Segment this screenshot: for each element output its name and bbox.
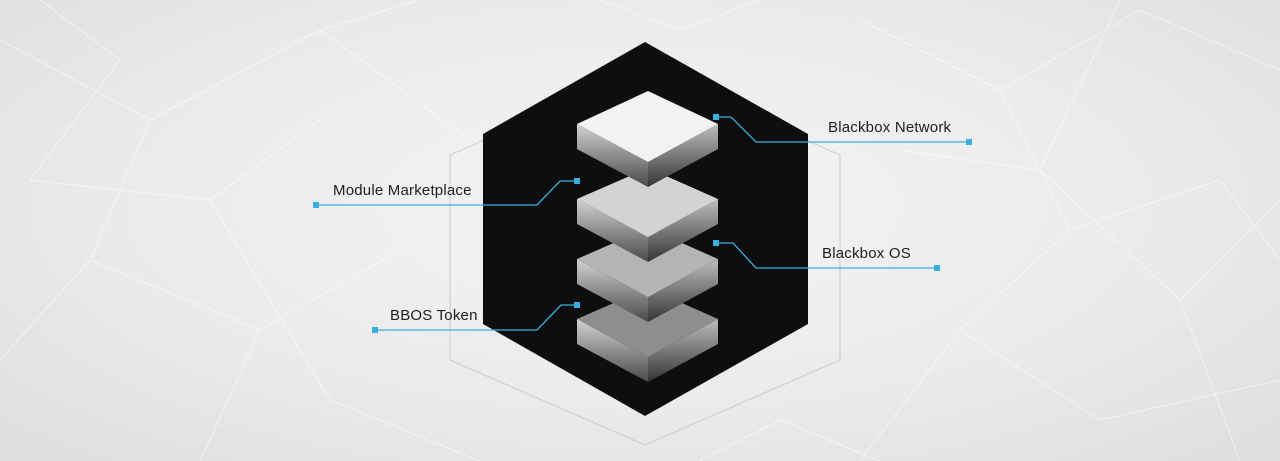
label-blackbox-os: Blackbox OS [822, 245, 911, 262]
connector-module-marketplace [316, 180, 577, 206]
label-blackbox-network: Blackbox Network [828, 119, 952, 136]
connector-dot-bbos-token-end [372, 327, 378, 333]
connector-dot-module-marketplace-end [313, 202, 319, 208]
connector-blackbox-network [716, 116, 969, 143]
outline-hexagon [449, 69, 841, 446]
connector-dot-bbos-token-start [574, 302, 580, 308]
layer-blackbox-network [577, 91, 718, 187]
connector-dot-blackbox-network-end [966, 139, 972, 145]
connector-dot-blackbox-os-end [934, 265, 940, 271]
layer-blackbox-os [577, 228, 718, 322]
layer-module-marketplace [577, 168, 718, 262]
label-bbos-token: BBOS Token [390, 307, 478, 324]
connector-dot-blackbox-os-start [713, 240, 719, 246]
layer-bbos-token [577, 288, 718, 382]
label-module-marketplace: Module Marketplace [333, 182, 472, 199]
connector-dot-blackbox-network-start [713, 114, 719, 120]
connector-bbos-token [375, 304, 577, 331]
connector-blackbox-os [716, 242, 937, 269]
connector-dot-module-marketplace-start [574, 178, 580, 184]
